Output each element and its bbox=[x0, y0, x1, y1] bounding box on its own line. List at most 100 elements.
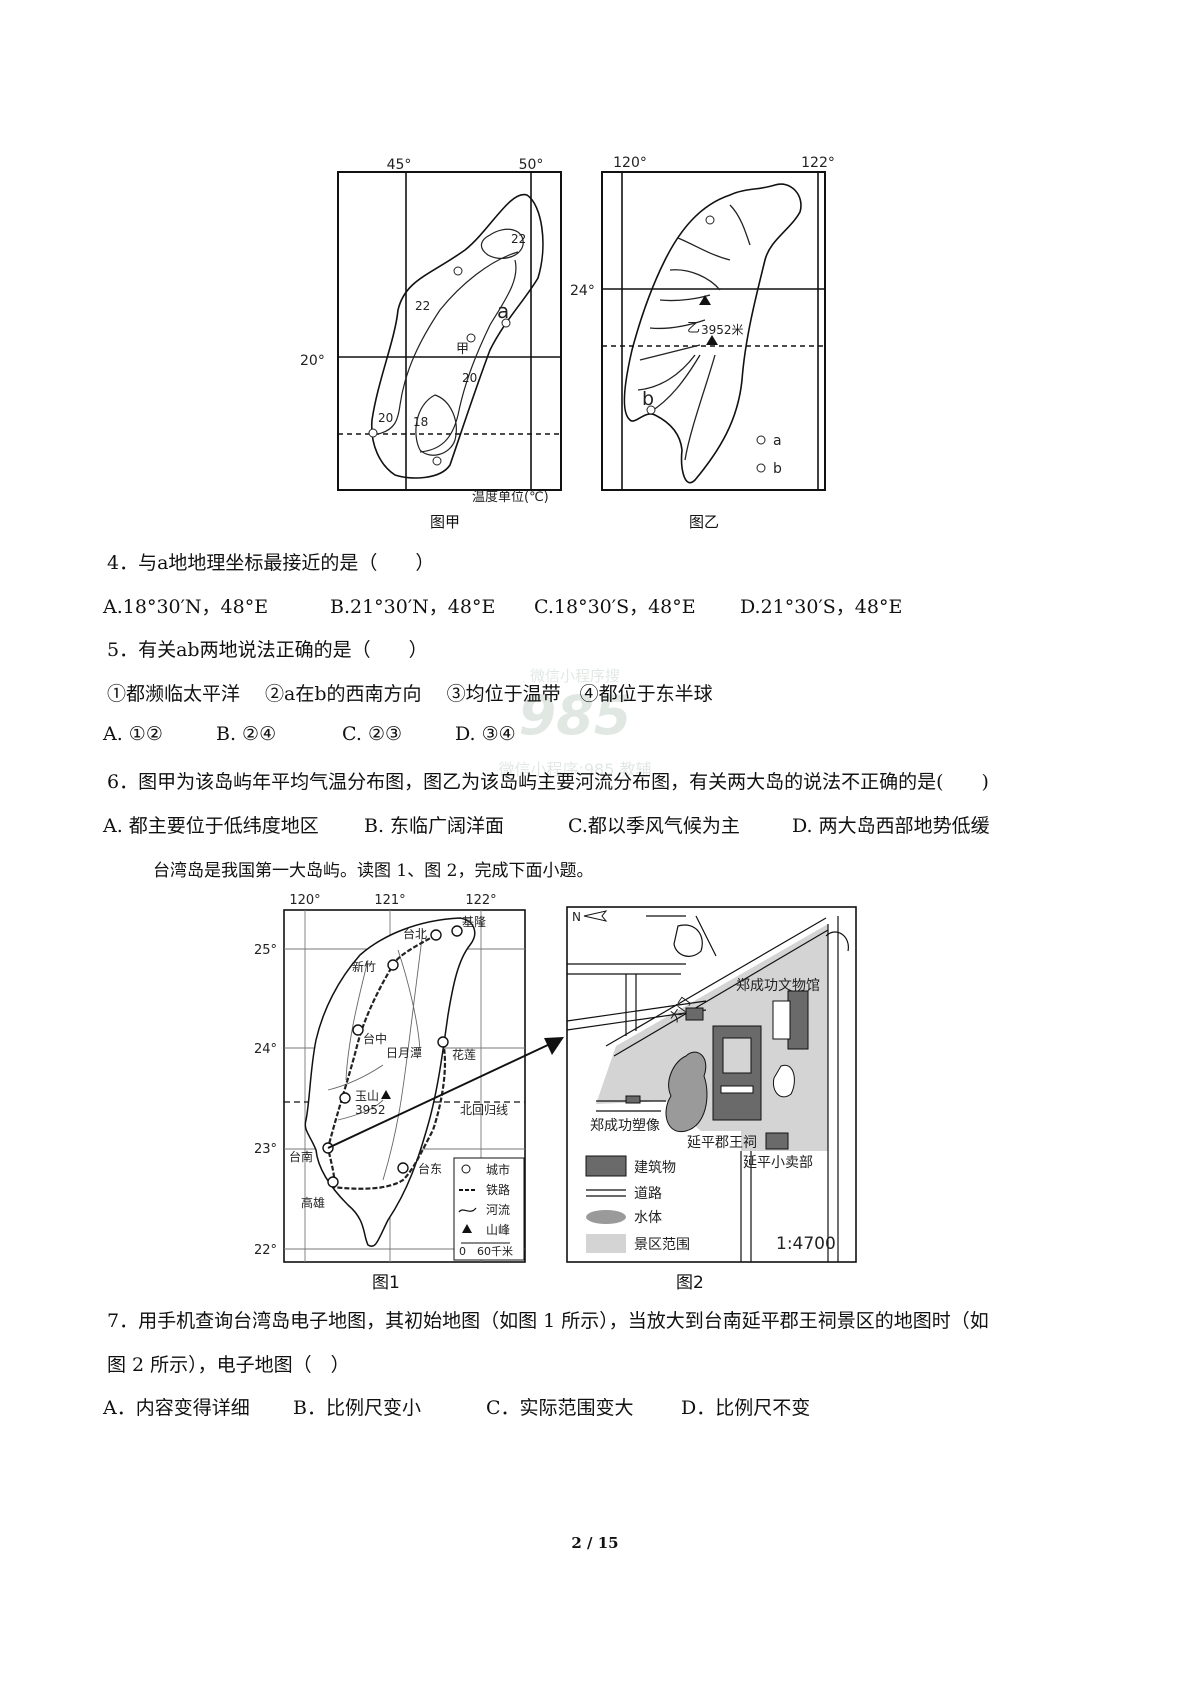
fig-a-lon-50: 50° bbox=[519, 157, 544, 173]
fig1-island-outline bbox=[304, 917, 476, 1247]
fig1-city-kaohsiung-icon bbox=[327, 1176, 339, 1188]
fig1-city-taitung-icon bbox=[397, 1162, 409, 1174]
watermark-bottom: 微信小程序:985 教辅 bbox=[498, 760, 652, 779]
q7-option-b[interactable]: B．比例尺变小 bbox=[293, 1397, 421, 1419]
fig1-lon-120: 120° bbox=[289, 893, 320, 908]
fig-b-peak-label: 乙 bbox=[687, 321, 700, 336]
q6-option-a[interactable]: A. 都主要位于低纬度地区 bbox=[103, 815, 319, 837]
fig1-city-taipei: 台北 bbox=[403, 926, 427, 941]
fig-a-island-outline bbox=[370, 193, 544, 479]
fig-a-label-jia: 甲 bbox=[456, 342, 469, 357]
fig2-north-label: N bbox=[572, 910, 581, 924]
q7-option-d[interactable]: D．比例尺不变 bbox=[681, 1397, 811, 1419]
fig1-city-hsinchu-icon bbox=[387, 959, 399, 971]
fig-b-lon-122: 122° bbox=[801, 155, 835, 171]
watermark: 微信小程序搜 985 微信小程序:985 教辅 bbox=[470, 665, 680, 810]
fig1-lat-24: 24° bbox=[254, 1042, 277, 1057]
fig1-legend-railway: 铁路 bbox=[486, 1182, 510, 1197]
fig-b-label-b: b bbox=[642, 388, 654, 410]
q4-option-c[interactable]: C.18°30′S，48°E bbox=[534, 596, 696, 618]
fig1-legend-city: 城市 bbox=[486, 1162, 510, 1177]
fig-a-isotherm-18 bbox=[415, 394, 457, 456]
q4-stem: 4．与a地地理坐标最接近的是（ ） bbox=[107, 552, 435, 574]
fig-a-lon-45: 45° bbox=[387, 157, 412, 173]
fig2-building-statue bbox=[625, 1095, 641, 1104]
fig1-legend-river: 河流 bbox=[486, 1203, 510, 1217]
q4-option-b[interactable]: B.21°30′N，48°E bbox=[330, 596, 496, 618]
fig1-frame bbox=[283, 909, 526, 1263]
fig-b-legend-b-icon bbox=[756, 463, 766, 473]
fig-a-point-a bbox=[501, 318, 511, 328]
fig-a-isotherm-label-1: 22 bbox=[511, 232, 526, 246]
fig-a-point-n bbox=[453, 266, 463, 276]
q5-option-a[interactable]: A. ①② bbox=[103, 723, 163, 745]
q7-stem-line2: 图 2 所示），电子地图（ ） bbox=[107, 1354, 350, 1376]
fig1-to-fig2-arrow bbox=[327, 1037, 564, 1149]
q7-option-c[interactable]: C．实际范围变大 bbox=[486, 1397, 634, 1419]
fig-a-caption: 图甲 bbox=[430, 513, 461, 531]
q6-stem: 6．图甲为该岛屿年平均气温分布图，图乙为该岛屿主要河流分布图，有关两大岛的说法不… bbox=[107, 771, 989, 793]
fig-b-legend-b: b bbox=[773, 461, 782, 477]
fig-b-peak-yi-icon bbox=[706, 335, 718, 345]
fig1-lat-25: 25° bbox=[254, 943, 277, 958]
fig-b-peak-north-icon bbox=[699, 295, 711, 305]
fig2-north-arrow-icon bbox=[583, 910, 608, 922]
fig-a-unit-label: 温度单位(℃) bbox=[472, 489, 549, 505]
fig1-city-tainan: 台南 bbox=[289, 1149, 313, 1164]
q6-option-b[interactable]: B. 东临广阔洋面 bbox=[364, 815, 505, 837]
fig-a-isotherm-20 bbox=[419, 259, 517, 453]
fig-a-point-jia bbox=[466, 333, 476, 343]
fig2-roads bbox=[566, 915, 839, 1262]
watermark-big: 985 bbox=[518, 684, 632, 747]
fig1-legend-city-icon bbox=[461, 1164, 471, 1174]
fig1-city-keelung-icon bbox=[451, 925, 463, 937]
fig1-lon-121: 121° bbox=[374, 893, 405, 908]
fig2-legend-scenic-icon bbox=[586, 1234, 626, 1253]
watermark-top: 微信小程序搜 bbox=[529, 667, 620, 685]
fig2-caption: 图2 bbox=[676, 1273, 704, 1293]
fig-a-isotherm-22-east bbox=[480, 228, 524, 259]
q5-option-c[interactable]: C. ②③ bbox=[342, 723, 403, 745]
fig1-rivers bbox=[327, 929, 424, 1181]
fig-b-rivers-south bbox=[637, 344, 716, 461]
q6-option-c[interactable]: C.都以季风气候为主 bbox=[568, 815, 740, 837]
fig2-legend-water-icon bbox=[586, 1210, 626, 1224]
fig-b-caption: 图乙 bbox=[689, 513, 720, 531]
q6-option-d[interactable]: D. 两大岛西部地势低缓 bbox=[792, 815, 990, 837]
page-number: 2 / 15 bbox=[571, 1534, 619, 1552]
arrow-line bbox=[327, 1043, 551, 1149]
q7-option-a[interactable]: A．内容变得详细 bbox=[103, 1397, 250, 1419]
arrow-head-icon bbox=[544, 1037, 564, 1055]
fig-b-rivers-north bbox=[649, 237, 731, 330]
fig-a-isotherm-label-4: 20 bbox=[378, 411, 393, 425]
fig2-building-temple-bar bbox=[720, 1085, 754, 1094]
fig1-city-hualien: 花莲 bbox=[452, 1047, 476, 1062]
fig2-garden bbox=[772, 1064, 795, 1098]
fig1-city-taichung: 台中 bbox=[363, 1031, 387, 1046]
fig2-legend-building-icon bbox=[585, 1155, 627, 1177]
fig1-peak-name: 玉山 bbox=[355, 1089, 379, 1103]
fig2-building-museum bbox=[787, 990, 809, 1050]
q5-option-b[interactable]: B. ②④ bbox=[216, 723, 277, 745]
fig2-building-gate bbox=[685, 1007, 704, 1021]
q5-statements: ①都濒临太平洋 ②a在b的西南方向 ③均位于温带 ④都位于东半球 bbox=[107, 683, 713, 705]
fig1-lat-23: 23° bbox=[254, 1142, 277, 1157]
q4-option-d[interactable]: D.21°30′S，48°E bbox=[740, 596, 903, 618]
fig1-point-yushan-icon bbox=[339, 1092, 351, 1104]
fig-b-lon-120: 120° bbox=[613, 155, 647, 171]
fig2-roads-curves bbox=[673, 924, 849, 957]
fig1-legend-peak-icon bbox=[462, 1224, 472, 1233]
q5-option-d[interactable]: D. ③④ bbox=[455, 723, 516, 745]
fig-a-label-a: a bbox=[497, 299, 509, 323]
fig1-city-hsinchu: 新竹 bbox=[352, 959, 376, 974]
fig1-peak-height: 3952 bbox=[355, 1103, 386, 1117]
fig1-lake: 日月潭 bbox=[386, 1046, 422, 1060]
fig-b-frame bbox=[601, 171, 826, 491]
fig2-building-kiosk bbox=[765, 1132, 789, 1150]
q4-option-a[interactable]: A.18°30′N，48°E bbox=[103, 596, 269, 618]
figure-yi-map: 120° 122° 24° 乙 3952米 b a b bbox=[570, 155, 835, 491]
q7-stem-line1: 7．用手机查询台湾岛电子地图，其初始地图（如图 1 所示），当放大到台南延平郡王… bbox=[107, 1310, 989, 1332]
section-intro: 台湾岛是我国第一大岛屿。读图 1、图 2，完成下面小题。 bbox=[153, 861, 594, 881]
fig2-label-statue: 郑成功塑像 bbox=[590, 1118, 660, 1134]
fig2-legend-building: 建筑物 bbox=[634, 1160, 676, 1176]
